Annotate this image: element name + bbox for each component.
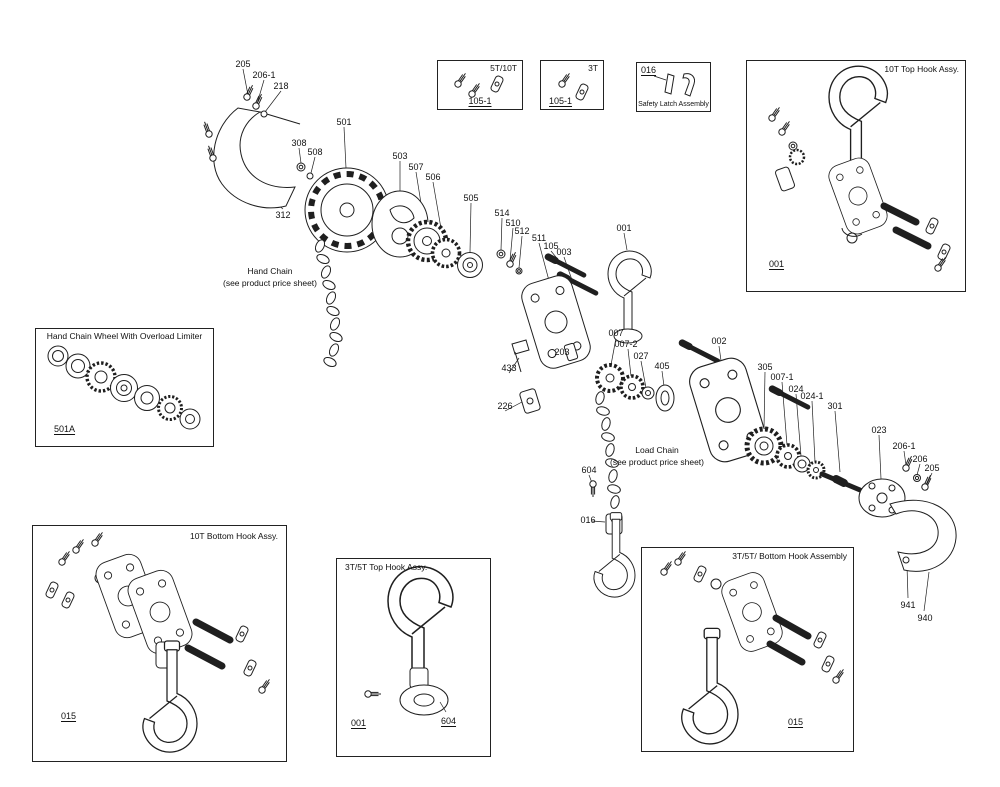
- brake-disc-group: [371, 190, 523, 278]
- part-label: 514: [494, 208, 510, 218]
- inset-ref: 015: [61, 711, 77, 721]
- load-chain-note: Load Chain (see product price sheet): [610, 444, 704, 469]
- part-label: 308: [291, 138, 307, 148]
- part-label: 027: [633, 351, 649, 361]
- inset-3t5t-bottom-hook-art: [659, 549, 847, 745]
- inset-10t-bottom-hook-art: [44, 530, 273, 753]
- center-gear-group: [595, 363, 675, 412]
- right-side-plate-group: [682, 343, 863, 493]
- part-label: 205: [924, 463, 940, 473]
- part-label: 506: [425, 172, 441, 182]
- inset-title: 3T/5T Top Hook Assy.: [345, 562, 428, 572]
- part-label: 002: [711, 336, 727, 346]
- part-label: 305: [757, 362, 773, 372]
- inset-title: 10T Bottom Hook Assy.: [189, 531, 278, 541]
- part-label: 510: [505, 218, 521, 228]
- inset-title: 3T: [588, 63, 598, 73]
- load-chain-note-line2: (see product price sheet): [609, 457, 705, 468]
- part-label: 016: [580, 515, 596, 525]
- inset-ref: 016: [641, 65, 657, 75]
- part-label: 203: [554, 347, 570, 357]
- inset-ref: 001: [351, 718, 367, 728]
- part-label: 508: [307, 147, 323, 157]
- part-label: 105: [543, 241, 559, 251]
- hand-chain-note-line2: (see product price sheet): [222, 278, 318, 289]
- part-label: 941: [900, 600, 916, 610]
- inset-3t5t-top-hook-art: [364, 565, 454, 716]
- inset-ref: 105-1: [549, 96, 573, 106]
- part-label: 511: [531, 233, 547, 243]
- load-chain-group: [589, 390, 636, 598]
- inset-overload-limiter-art: [47, 345, 201, 430]
- inset-title: Hand Chain Wheel With Overload Limiter: [46, 331, 203, 341]
- brake-cover-group: [858, 454, 957, 572]
- part-label: 512: [514, 226, 530, 236]
- part-label: 206-1: [892, 441, 916, 451]
- hand-chain-group: [313, 237, 345, 369]
- inset-title: Safety Latch Assembly: [638, 101, 709, 108]
- part-label: 940: [917, 613, 933, 623]
- part-label: 205: [235, 59, 251, 69]
- part-label: 001: [616, 223, 632, 233]
- hand-wheel-guard-group: [201, 83, 314, 209]
- load-chain-note-line1: Load Chain: [635, 445, 679, 455]
- inset-ref: 015: [788, 717, 804, 727]
- part-label: 206: [912, 454, 928, 464]
- part-label: 218: [273, 81, 289, 91]
- part-label: 024: [788, 384, 804, 394]
- part-label: 007: [608, 328, 624, 338]
- part-label: 503: [392, 151, 408, 161]
- hand-chain-wheel-group: [304, 167, 390, 253]
- hand-chain-note: Hand Chain (see product price sheet): [223, 265, 317, 290]
- part-label: 501: [336, 117, 352, 127]
- inset-title: 5T/10T: [490, 63, 517, 73]
- part-label: 226: [497, 401, 513, 411]
- part-label: 007-1: [770, 372, 794, 382]
- inset-safety-latch-art: [653, 73, 695, 97]
- inset-title: 10T Top Hook Assy.: [884, 64, 959, 74]
- hand-chain-note-line1: Hand Chain: [247, 266, 293, 276]
- part-label: 007-2: [614, 339, 638, 349]
- part-label: 301: [827, 401, 843, 411]
- part-label: 024-1: [800, 391, 824, 401]
- inset-ref: 001: [769, 259, 785, 269]
- inset-ref: 501A: [54, 424, 76, 434]
- part-label: 405: [654, 361, 670, 371]
- part-label: 206-1: [252, 70, 276, 80]
- part-label: 505: [463, 193, 479, 203]
- inset-ref: 105-1: [468, 96, 492, 106]
- part-label: 604: [581, 465, 597, 475]
- part-label: 023: [871, 425, 887, 435]
- part-label: 433: [501, 363, 517, 373]
- part-label: 003: [556, 247, 572, 257]
- left-side-plate-group: [511, 257, 596, 414]
- inset-title: 3T/5T/ Bottom Hook Assembly: [732, 551, 847, 561]
- part-label: 312: [275, 210, 291, 220]
- inset-5t10t-art: [453, 71, 505, 99]
- part-label: 507: [408, 162, 424, 172]
- inset-ref: 604: [441, 716, 457, 726]
- inset-10t-top-hook-art: [767, 65, 952, 273]
- top-hook-group: [607, 250, 652, 344]
